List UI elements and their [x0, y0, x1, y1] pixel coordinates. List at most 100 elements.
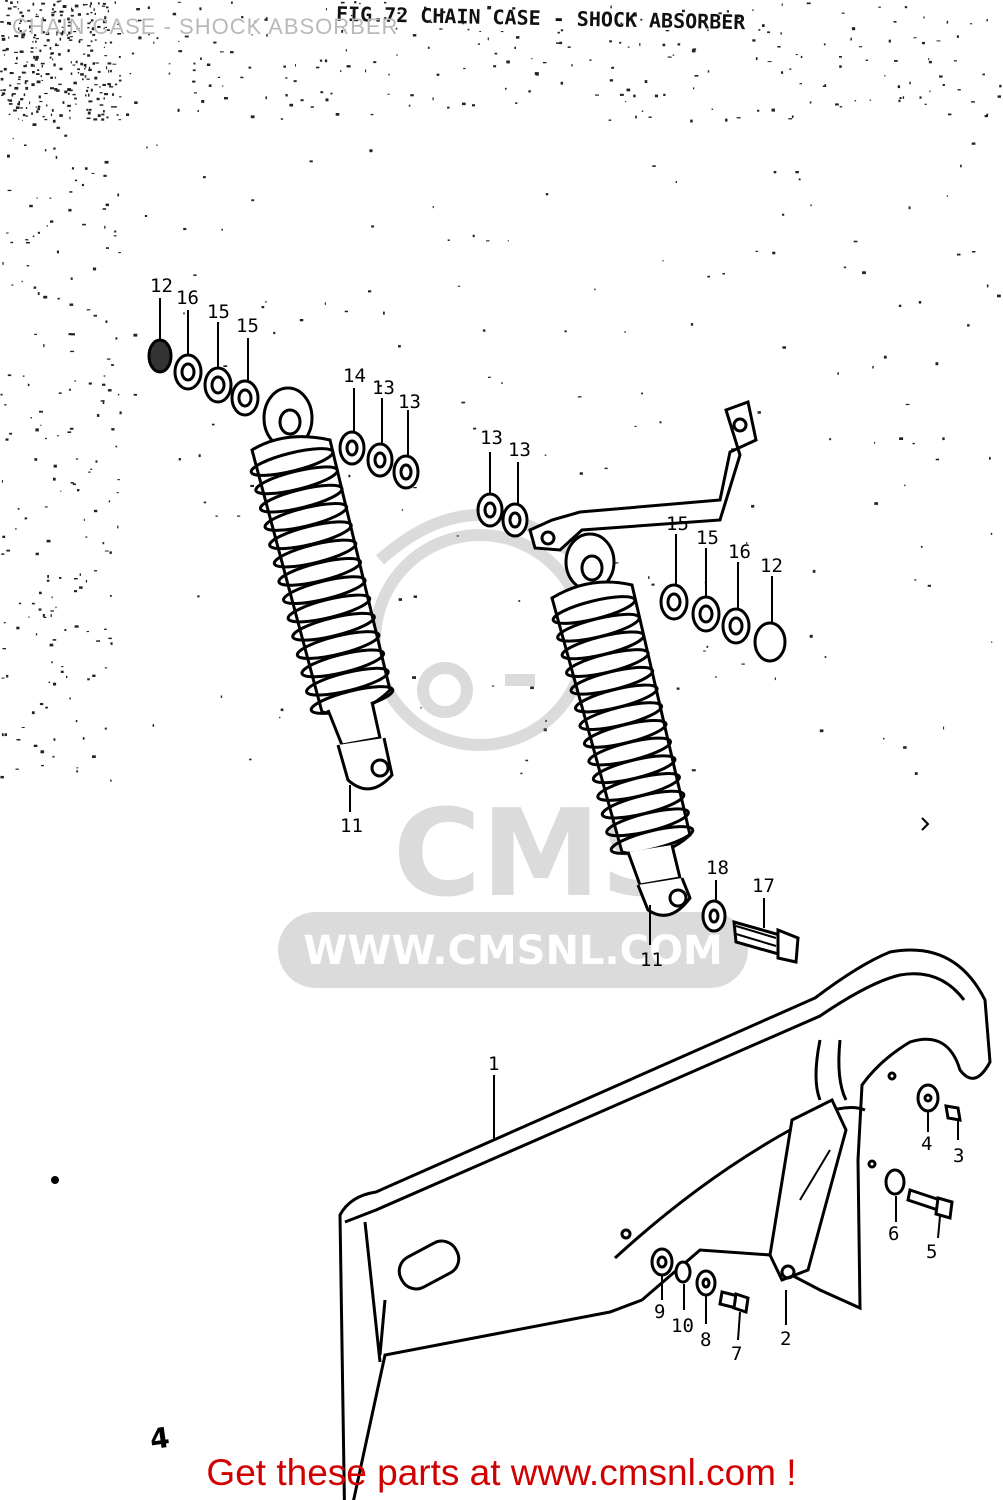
noise-speck	[231, 1, 233, 4]
noise-speck	[0, 775, 4, 779]
noise-speck	[70, 277, 73, 280]
noise-speck	[104, 42, 107, 44]
noise-speck	[109, 551, 112, 554]
noise-speck	[50, 220, 54, 223]
noise-speck	[320, 91, 324, 94]
noise-speck	[755, 250, 758, 252]
callout-13-a: 13	[372, 377, 395, 399]
noise-speck	[67, 92, 70, 95]
noise-speck	[111, 364, 114, 366]
callout-1: 1	[488, 1053, 499, 1075]
noise-speck	[64, 134, 68, 137]
noise-speck	[690, 323, 694, 326]
noise-speck	[970, 23, 973, 25]
noise-speck	[119, 75, 121, 77]
noise-speck	[384, 17, 387, 20]
noise-speck	[635, 115, 637, 119]
callout-16-left: 16	[176, 287, 199, 309]
noise-speck	[24, 517, 28, 520]
noise-speck	[340, 70, 342, 73]
noise-speck	[95, 62, 99, 64]
noise-speck	[273, 331, 276, 335]
noise-speck	[52, 8, 54, 11]
noise-speck	[61, 30, 65, 34]
noise-speck	[103, 97, 105, 100]
noise-speck	[923, 16, 925, 19]
promo-banner-link[interactable]: Get these parts at www.cmsnl.com !	[206, 1452, 797, 1493]
noise-speck	[505, 87, 507, 90]
noise-speck	[583, 11, 586, 14]
noise-speck	[8, 103, 13, 105]
noise-speck	[7, 21, 11, 25]
noise-speck	[13, 109, 17, 112]
noise-speck	[34, 333, 37, 335]
noise-speck	[348, 474, 351, 478]
noise-speck	[557, 31, 560, 34]
noise-speck	[29, 25, 31, 29]
noise-speck	[486, 240, 490, 242]
noise-speck	[248, 66, 252, 69]
noise-speck	[640, 18, 643, 21]
noise-speck	[43, 344, 45, 348]
noise-speck	[571, 64, 573, 67]
noise-speck	[88, 93, 90, 97]
noise-speck	[36, 80, 41, 84]
noise-speck	[324, 302, 326, 305]
noise-speck	[56, 31, 59, 34]
noise-speck	[69, 697, 71, 700]
chain-case	[338, 948, 992, 1500]
noise-speck	[35, 552, 39, 556]
noise-speck	[56, 33, 58, 36]
noise-speck	[461, 401, 466, 404]
noise-speck	[370, 113, 374, 116]
noise-speck	[148, 32, 150, 36]
noise-speck	[87, 22, 90, 25]
noise-speck	[108, 69, 110, 73]
noise-speck	[633, 13, 637, 17]
noise-speck	[69, 303, 74, 306]
noise-speck	[6, 232, 9, 234]
noise-speck	[74, 97, 77, 100]
noise-speck	[32, 123, 37, 126]
noise-speck	[611, 66, 615, 69]
noise-speck	[626, 88, 631, 92]
noise-speck	[894, 60, 898, 62]
noise-speck	[2, 535, 6, 538]
noise-speck	[104, 16, 107, 20]
noise-speck	[41, 764, 44, 767]
bolt-17	[701, 899, 800, 964]
noise-speck	[928, 60, 932, 64]
noise-speck	[102, 83, 106, 86]
noise-speck	[654, 94, 658, 98]
noise-speck	[609, 79, 614, 82]
noise-speck	[25, 86, 29, 90]
noise-speck	[672, 54, 675, 56]
noise-speck	[106, 116, 109, 119]
noise-speck	[737, 17, 740, 20]
noise-speck	[4, 54, 6, 56]
watermark-url-plate	[278, 912, 748, 988]
noise-speck	[479, 31, 482, 32]
noise-speck	[1, 733, 4, 737]
noise-speck	[8, 113, 11, 116]
noise-speck	[627, 46, 630, 48]
noise-speck	[714, 676, 717, 678]
noise-speck	[295, 64, 296, 67]
noise-speck	[5, 438, 9, 441]
noise-speck	[279, 716, 281, 719]
noise-speck	[18, 602, 22, 605]
noise-speck	[67, 104, 71, 107]
shock-absorber-right	[550, 532, 695, 917]
noise-speck	[89, 5, 91, 8]
callout-15-d: 15	[696, 527, 719, 549]
noise-speck	[285, 77, 288, 79]
noise-speck	[84, 167, 88, 170]
noise-speck	[51, 661, 53, 664]
noise-speck	[556, 42, 560, 44]
noise-speck	[72, 64, 76, 66]
noise-speck	[774, 677, 776, 681]
noise-speck	[397, 12, 401, 14]
noise-speck	[413, 595, 417, 598]
noise-speck	[359, 2, 361, 5]
noise-speck	[473, 427, 477, 430]
